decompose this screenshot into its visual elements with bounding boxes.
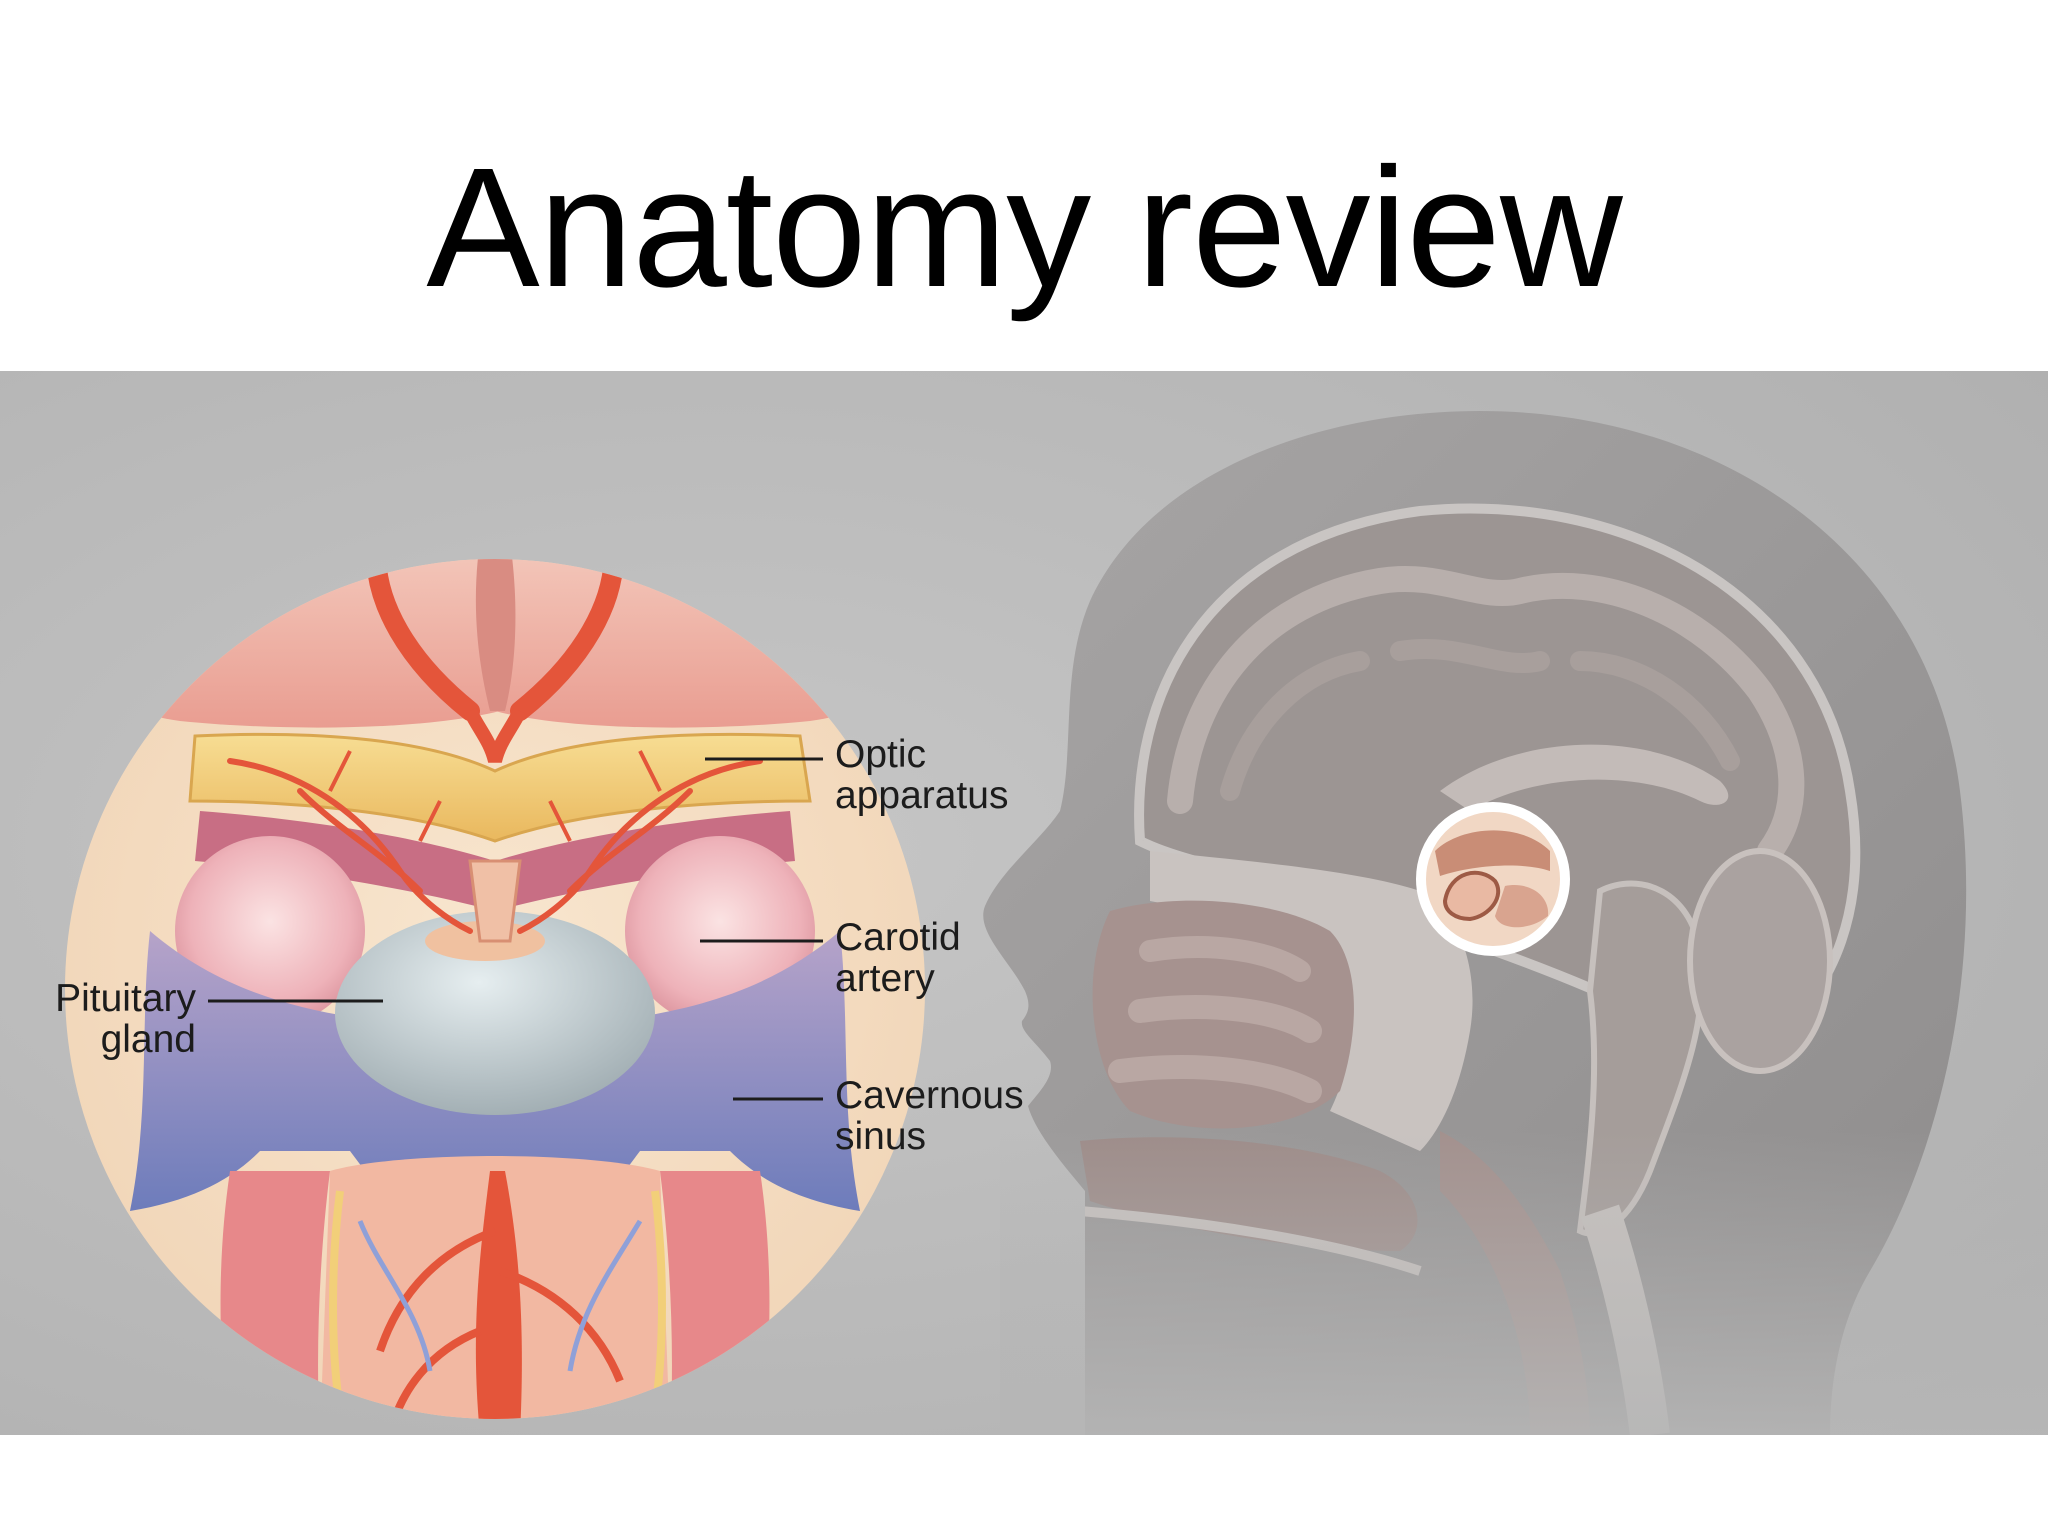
label-leader-lines [208,757,823,1101]
label-carotid-artery: Carotid artery [835,917,961,999]
label-cavernous-sinus: Cavernous sinus [835,1075,1024,1157]
anatomy-figure: Optic apparatus Carotid artery Pituitary… [0,371,2048,1435]
label-optic-line2: apparatus [835,774,1009,817]
label-cavernous-line2: sinus [835,1115,927,1158]
label-carotid-line2: artery [835,957,935,1000]
label-optic-apparatus: Optic apparatus [835,734,1008,816]
label-pituitary-line2: gland [100,1018,196,1061]
pituitary-zoom-inset [1416,802,1570,956]
label-pituitary-gland: Pituitary gland [36,978,196,1060]
label-optic-line1: Optic [835,733,927,776]
head-sagittal-section [983,411,2048,1435]
label-cavernous-line1: Cavernous [835,1074,1024,1117]
label-pituitary-line1: Pituitary [55,977,196,1020]
label-carotid-line1: Carotid [835,916,961,959]
slide-title: Anatomy review [426,133,1622,323]
anatomy-illustration [0,371,2048,1435]
